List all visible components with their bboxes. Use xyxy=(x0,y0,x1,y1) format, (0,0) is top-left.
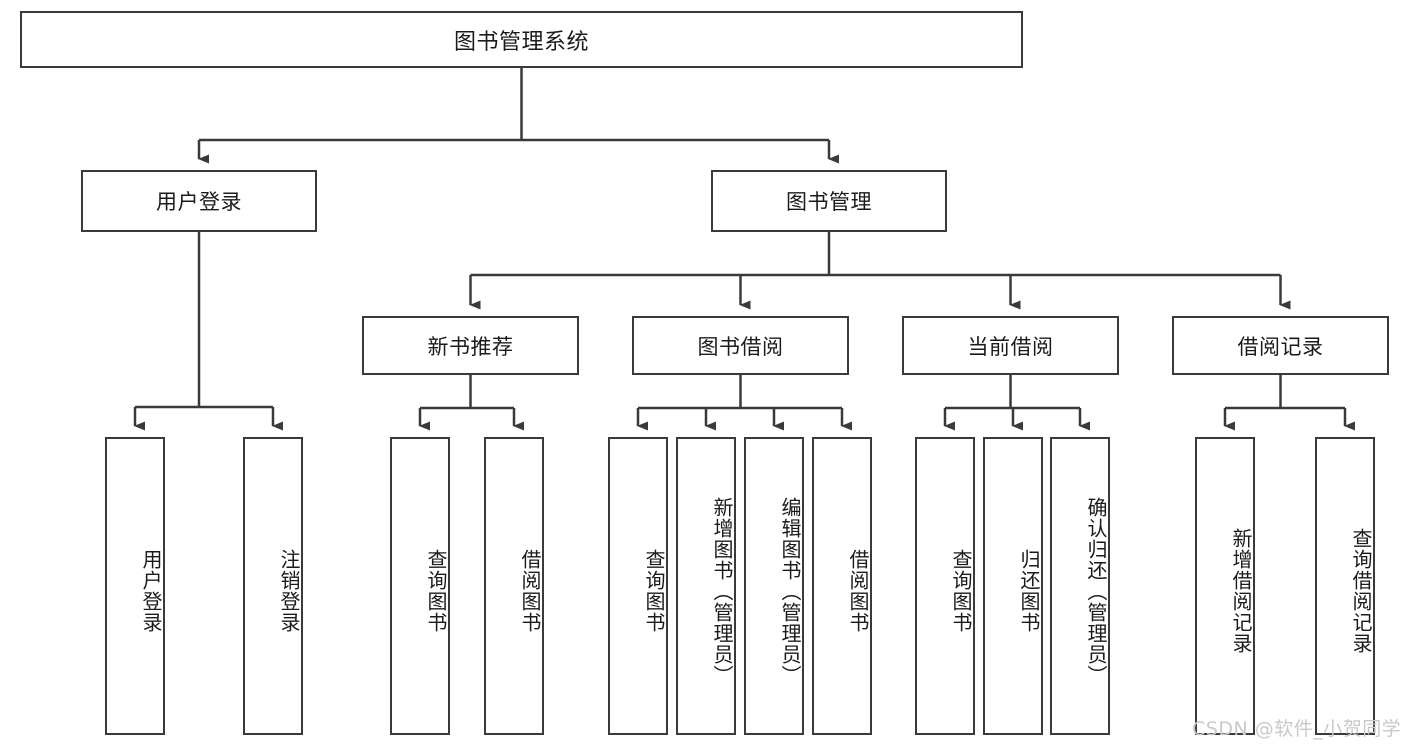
node-records[interactable]: 借阅记录 xyxy=(1172,316,1389,375)
node-leaf-borrow-lend[interactable]: 借阅图书 xyxy=(812,437,872,735)
node-current[interactable]: 当前借阅 xyxy=(902,316,1119,375)
node-label: 新增图书（管理员） xyxy=(710,496,734,686)
node-root[interactable]: 图书管理系统 xyxy=(20,11,1023,68)
node-leaf-new-borrow[interactable]: 借阅图书 xyxy=(484,437,544,735)
node-label: 图书借阅 xyxy=(697,334,784,359)
node-label: 注销登录 xyxy=(277,549,301,633)
node-bookmgmt[interactable]: 图书管理 xyxy=(711,170,947,232)
watermark-label: CSDN @软件_小贺同学 xyxy=(1192,718,1402,740)
node-leaf-record-query[interactable]: 查询借阅记录 xyxy=(1315,437,1375,735)
node-label: 查询图书 xyxy=(642,549,666,633)
node-label: 归还图书 xyxy=(1017,549,1041,633)
node-label: 借阅图书 xyxy=(846,549,870,633)
node-label: 借阅图书 xyxy=(518,549,542,633)
node-label: 图书管理系统 xyxy=(453,29,589,55)
node-leaf-borrow-edit[interactable]: 编辑图书（管理员） xyxy=(744,437,804,735)
node-leaf-current-query[interactable]: 查询图书 xyxy=(915,437,975,735)
node-label: 查询图书 xyxy=(949,549,973,633)
node-leaf-user-logout[interactable]: 注销登录 xyxy=(243,437,303,735)
node-leaf-borrow-add[interactable]: 新增图书（管理员） xyxy=(676,437,736,735)
node-leaf-record-add[interactable]: 新增借阅记录 xyxy=(1195,437,1255,735)
node-newbook[interactable]: 新书推荐 xyxy=(362,316,579,375)
node-leaf-new-query[interactable]: 查询图书 xyxy=(390,437,450,735)
node-login[interactable]: 用户登录 xyxy=(81,170,317,232)
node-label: 图书管理 xyxy=(786,190,872,214)
node-label: 当前借阅 xyxy=(967,334,1054,359)
node-label: 用户登录 xyxy=(139,549,163,633)
node-borrow[interactable]: 图书借阅 xyxy=(632,316,849,375)
node-leaf-current-return[interactable]: 归还图书 xyxy=(983,437,1043,735)
node-label: 编辑图书（管理员） xyxy=(778,496,802,686)
node-label: 用户登录 xyxy=(156,190,242,214)
node-label: 查询借阅记录 xyxy=(1349,528,1373,654)
node-label: 查询图书 xyxy=(424,549,448,633)
node-leaf-current-confirm[interactable]: 确认归还（管理员） xyxy=(1050,437,1110,735)
node-label: 借阅记录 xyxy=(1237,334,1324,359)
node-leaf-borrow-query[interactable]: 查询图书 xyxy=(608,437,668,735)
node-leaf-user-login[interactable]: 用户登录 xyxy=(105,437,165,735)
node-label: 确认归还（管理员） xyxy=(1084,496,1108,686)
node-label: 新书推荐 xyxy=(427,334,514,359)
node-label: 新增借阅记录 xyxy=(1229,528,1253,654)
